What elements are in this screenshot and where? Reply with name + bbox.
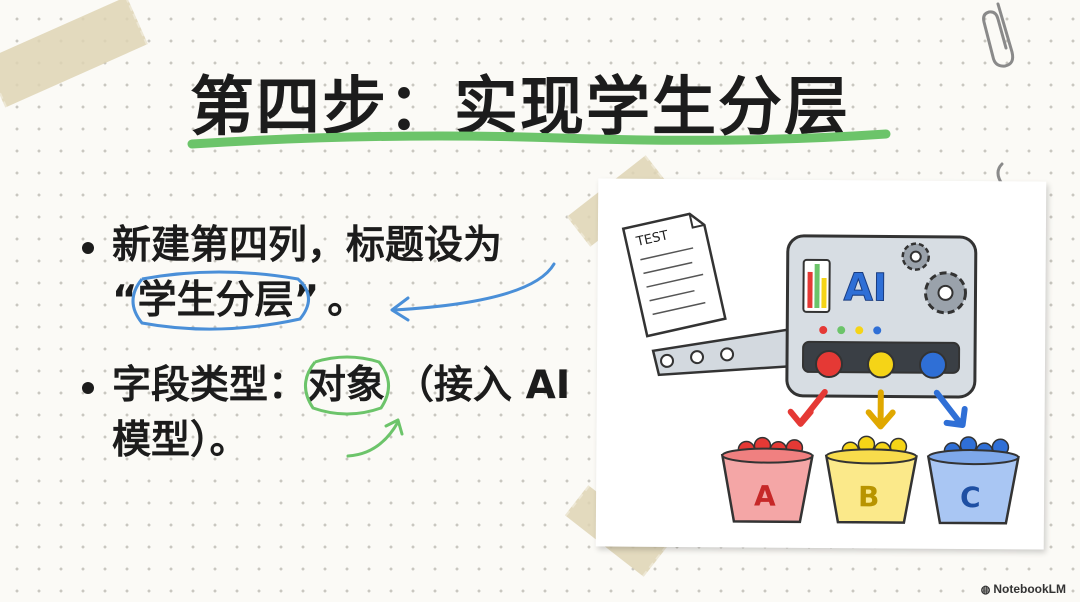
bullet-2-prefix: 字段类型： <box>112 363 308 408</box>
bullet-1-line1: 新建第四列，标题设为 <box>112 223 503 268</box>
title-underline <box>187 129 891 149</box>
quote-close: ” <box>293 278 320 323</box>
test-label: TEST <box>634 228 670 250</box>
blue-circle-mark <box>131 270 310 331</box>
conveyor-belt <box>651 328 799 377</box>
sort-arrows <box>787 389 968 430</box>
notebook-icon: ◍ <box>980 584 994 596</box>
bullet-list: 新建第四列，标题设为 “学生分层”。 字段类型：对象（接入 AI 模型）。 <box>82 218 602 468</box>
bullet-item-2: 字段类型：对象（接入 AI 模型）。 <box>82 355 602 468</box>
test-paper: TEST <box>621 212 727 338</box>
bucket-c: C <box>926 436 1020 525</box>
bullet-item-1: 新建第四列，标题设为 “学生分层”。 <box>82 218 602 331</box>
bullet-2-suffix: （接入 AI <box>395 363 571 408</box>
bullet-dot <box>82 382 94 394</box>
bullet-dot <box>82 242 94 254</box>
bucket-label-a: A <box>754 480 776 513</box>
title-block: 第四步：实现学生分层 <box>180 48 900 158</box>
ai-sorting-illustration: TEST AI <box>621 212 1020 525</box>
period: 。 <box>327 278 367 323</box>
ai-label: AI <box>843 265 887 309</box>
masking-tape <box>0 0 148 108</box>
bucket-label-c: C <box>960 481 981 514</box>
arrow-left-icon <box>390 262 556 322</box>
green-circle-mark <box>304 355 391 416</box>
highlight-object: 对象 <box>304 355 391 416</box>
bucket-a: A <box>720 436 814 524</box>
highlight-layer-name: 学生分层 <box>131 270 310 331</box>
bucket-b: B <box>824 435 918 524</box>
bucket-label-b: B <box>858 480 880 513</box>
brand-logo: ◍ NotebookLM <box>980 582 1066 596</box>
bullet-2-line2: 模型）。 <box>112 418 249 463</box>
arrow-up-icon <box>346 418 404 458</box>
gear-icon <box>901 242 967 315</box>
paperclip-icon <box>982 2 1015 68</box>
ai-machine: AI <box>785 234 978 399</box>
illustration-card: TEST AI <box>595 178 1047 550</box>
